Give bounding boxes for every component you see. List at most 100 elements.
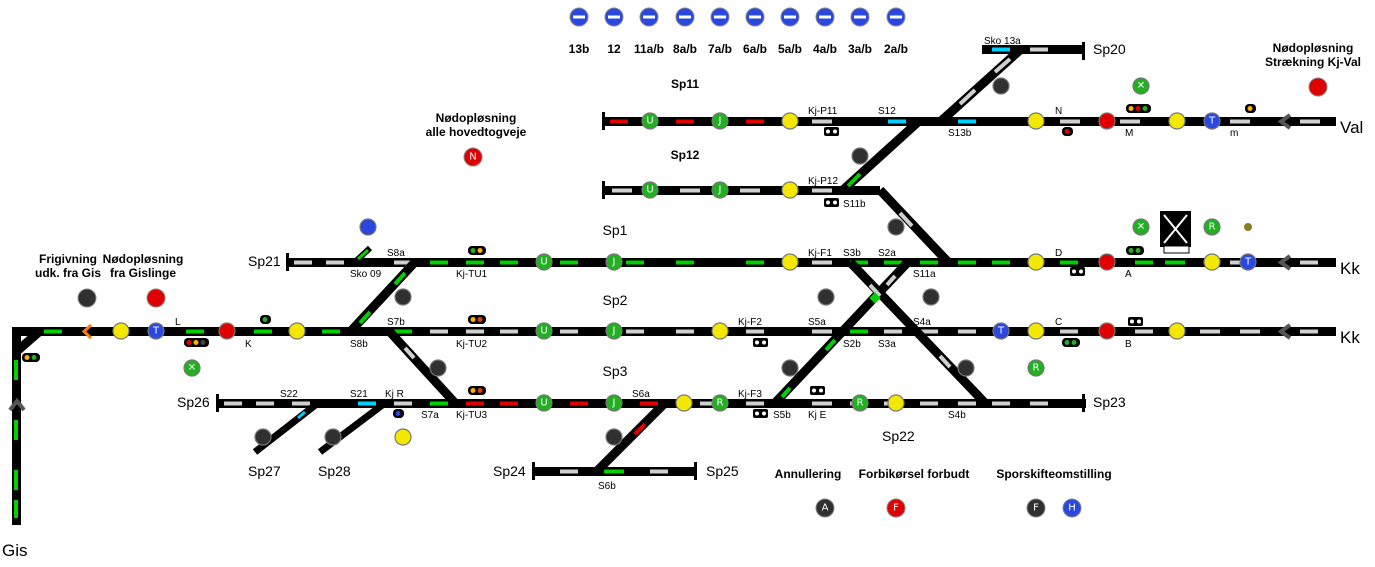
signal-kjp11-icon[interactable] xyxy=(781,112,799,130)
signal-c-icon[interactable] xyxy=(1027,322,1045,340)
block-button-4a-b[interactable]: 4a/b xyxy=(813,7,837,56)
signal-dark-3-icon[interactable] xyxy=(394,288,412,306)
block-button-6a-b[interactable]: 6a/b xyxy=(743,7,767,56)
signal-r-kk2-icon[interactable]: R xyxy=(1027,359,1045,377)
signal-m-red-icon[interactable] xyxy=(1098,112,1116,130)
signal-l-red-icon[interactable] xyxy=(218,322,236,340)
signal-dark-1-icon[interactable] xyxy=(851,147,869,165)
label-s11a: S11a xyxy=(913,269,936,280)
track-sp1[interactable] xyxy=(286,258,1336,267)
signal-k-yellow-icon[interactable] xyxy=(288,322,306,340)
signal-j-sp1-icon[interactable]: J xyxy=(605,253,623,271)
arrow-kk1-icon xyxy=(1277,254,1292,271)
signal-b-red-icon[interactable] xyxy=(1098,322,1116,340)
signal-t-val-icon[interactable]: T xyxy=(1203,112,1221,130)
emergency-kjval-button[interactable] xyxy=(1308,77,1328,97)
signal-t-gis-icon[interactable]: T xyxy=(147,322,165,340)
track-val[interactable] xyxy=(1046,117,1336,126)
gislinge-label-2: fra Gislinge xyxy=(110,266,176,280)
signal-n-icon[interactable] xyxy=(1027,112,1045,130)
track-sp11-east[interactable] xyxy=(854,117,1048,126)
signal-t-kk1-icon[interactable]: T xyxy=(1239,253,1257,271)
signal-u-sp11-icon[interactable]: U xyxy=(641,112,659,130)
signal-u-sp1-icon[interactable]: U xyxy=(535,253,553,271)
signal-m-yellow-icon[interactable] xyxy=(1168,112,1186,130)
block-label: 11a/b xyxy=(634,42,664,56)
label-kjf1: Kj-F1 xyxy=(808,248,832,259)
block-button-12[interactable]: 12 xyxy=(604,7,624,56)
label-kjf2: Kj-F2 xyxy=(738,317,762,328)
signal-x-gis-icon[interactable]: ✕ xyxy=(183,359,201,377)
signal-t-kk2-icon[interactable]: T xyxy=(992,322,1010,340)
signal-j-sp12-icon[interactable]: J xyxy=(711,181,729,199)
endpoint-gis: Gis xyxy=(2,541,28,560)
signal-x-val-icon[interactable]: ✕ xyxy=(1132,77,1150,95)
signal-u-sp3-icon[interactable]: U xyxy=(535,394,553,412)
signal-dark-9-icon[interactable] xyxy=(254,428,272,446)
signal-r-sp3-icon[interactable]: R xyxy=(711,394,729,412)
block-button-5a-b[interactable]: 5a/b xyxy=(778,7,802,56)
signal-dark-8-icon[interactable] xyxy=(957,359,975,377)
signal-dark-4-icon[interactable] xyxy=(817,288,835,306)
signal-r-kk1-icon[interactable]: R xyxy=(1203,218,1221,236)
block-label: 6a/b xyxy=(743,42,767,56)
signal-kjp12-icon[interactable] xyxy=(781,181,799,199)
signal-sp21-blue-icon[interactable] xyxy=(359,218,377,236)
signal-gislinge-yellow-icon[interactable] xyxy=(112,322,130,340)
emergency-kjval-label-1: Nødopløsning xyxy=(1273,41,1354,55)
signal-s6a-icon[interactable] xyxy=(675,394,693,412)
svg-text:U: U xyxy=(646,185,653,196)
signal-kjr-icon[interactable] xyxy=(394,428,412,446)
block-button-13b[interactable]: 13b xyxy=(569,7,590,56)
blocked-section-icon[interactable] xyxy=(1160,211,1191,254)
gislinge-emergency-button[interactable] xyxy=(146,288,166,308)
gis-release-button[interactable] xyxy=(77,288,97,308)
bypass-forbidden-button[interactable]: F xyxy=(886,498,906,518)
cancel-button[interactable]: A xyxy=(815,498,835,518)
block-button-3a-b[interactable]: 3a/b xyxy=(848,7,872,56)
signal-dark-10-icon[interactable] xyxy=(324,428,342,446)
svg-text:✕: ✕ xyxy=(1137,222,1145,233)
label-s2a: S2a xyxy=(878,248,896,259)
signal-s4b-icon[interactable] xyxy=(887,394,905,412)
block-button-11a-b[interactable]: 11a/b xyxy=(634,7,664,56)
signal-a-red-icon[interactable] xyxy=(1098,253,1116,271)
block-button-2a-b[interactable]: 2a/b xyxy=(884,7,908,56)
signal-j-sp11-icon[interactable]: J xyxy=(711,112,729,130)
gis-release-label-1: Frigivning xyxy=(39,252,97,266)
signal-stack-kjf3-icon xyxy=(753,409,768,418)
track-sp2[interactable] xyxy=(12,327,1336,336)
arrow-gis-icon xyxy=(8,397,26,412)
svg-text:H: H xyxy=(1068,503,1076,514)
signal-dark-11-icon[interactable] xyxy=(605,428,623,446)
signal-dark-5-icon[interactable] xyxy=(922,288,940,306)
svg-text:F: F xyxy=(893,503,899,514)
signal-a-yellow-icon[interactable] xyxy=(1203,253,1221,271)
signal-b-yellow-icon[interactable] xyxy=(1168,322,1186,340)
block-button-7a-b[interactable]: 7a/b xyxy=(708,7,732,56)
signal-d-icon[interactable] xyxy=(1027,253,1045,271)
indicator-dot-icon xyxy=(1244,223,1252,231)
signal-dark-0-icon[interactable] xyxy=(992,77,1010,95)
signal-dark-2-icon[interactable] xyxy=(887,218,905,236)
signal-u-sp12-icon[interactable]: U xyxy=(641,181,659,199)
signal-dark-6-icon[interactable] xyxy=(429,359,447,377)
track-sp11[interactable] xyxy=(602,112,854,130)
svg-text:J: J xyxy=(718,116,722,127)
signal-kjf2-icon[interactable] xyxy=(711,322,729,340)
signal-x-kk1-icon[interactable]: ✕ xyxy=(1132,218,1150,236)
label-s12: S12 xyxy=(878,106,896,117)
signal-u-sp2-icon[interactable]: U xyxy=(535,322,553,340)
switch-h-button[interactable]: H xyxy=(1062,498,1082,518)
signal-j-sp2-icon[interactable]: J xyxy=(605,322,623,340)
signal-kjf1-icon[interactable] xyxy=(781,253,799,271)
emergency-main-button[interactable]: N xyxy=(463,147,483,167)
label-kjp12: Kj-P12 xyxy=(808,176,838,187)
switch-f-button[interactable]: F xyxy=(1026,498,1046,518)
signal-j-sp3-icon[interactable]: J xyxy=(605,394,623,412)
arrow-kk2-icon xyxy=(1277,323,1292,340)
block-button-8a-b[interactable]: 8a/b xyxy=(673,7,697,56)
signal-r-kje-icon[interactable]: R xyxy=(851,394,869,412)
signal-dark-7-icon[interactable] xyxy=(781,359,799,377)
